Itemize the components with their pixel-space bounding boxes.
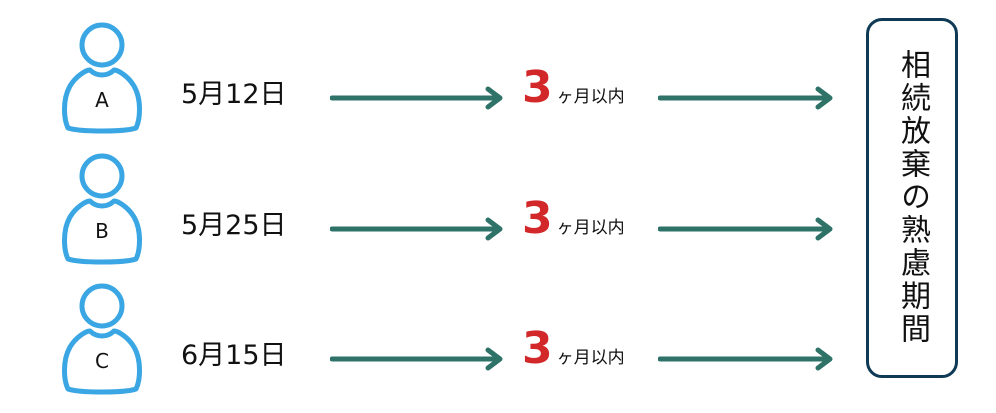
person-icon	[62, 22, 142, 134]
period-unit: ヶ月以内	[556, 348, 625, 368]
consideration-period-box: 相続放棄の熟慮期間	[866, 18, 958, 378]
person-label: A	[95, 88, 109, 112]
start-date: 6月15日	[181, 340, 287, 371]
person-label: C	[95, 349, 109, 373]
person-c: C	[60, 283, 144, 395]
start-date: 5月12日	[181, 79, 287, 110]
person-icon	[62, 153, 142, 265]
arrow-right-icon	[658, 86, 836, 110]
box-label: 相続放棄の熟慮期間	[895, 49, 930, 346]
arrow-right-icon	[330, 347, 506, 371]
period-unit: ヶ月以内	[556, 87, 625, 107]
start-date: 5月25日	[181, 210, 287, 241]
arrow-right-icon	[330, 86, 506, 110]
person-label: B	[95, 219, 109, 243]
arrow-right-icon	[330, 217, 506, 241]
arrow-right-icon	[658, 347, 836, 371]
period-number: 3	[522, 193, 553, 244]
period-number: 3	[522, 323, 553, 374]
person-icon	[62, 283, 142, 395]
arrow-right-icon	[658, 217, 836, 241]
person-b: B	[60, 153, 144, 265]
person-a: A	[60, 22, 144, 134]
period-unit: ヶ月以内	[556, 218, 625, 238]
period-number: 3	[522, 62, 553, 113]
